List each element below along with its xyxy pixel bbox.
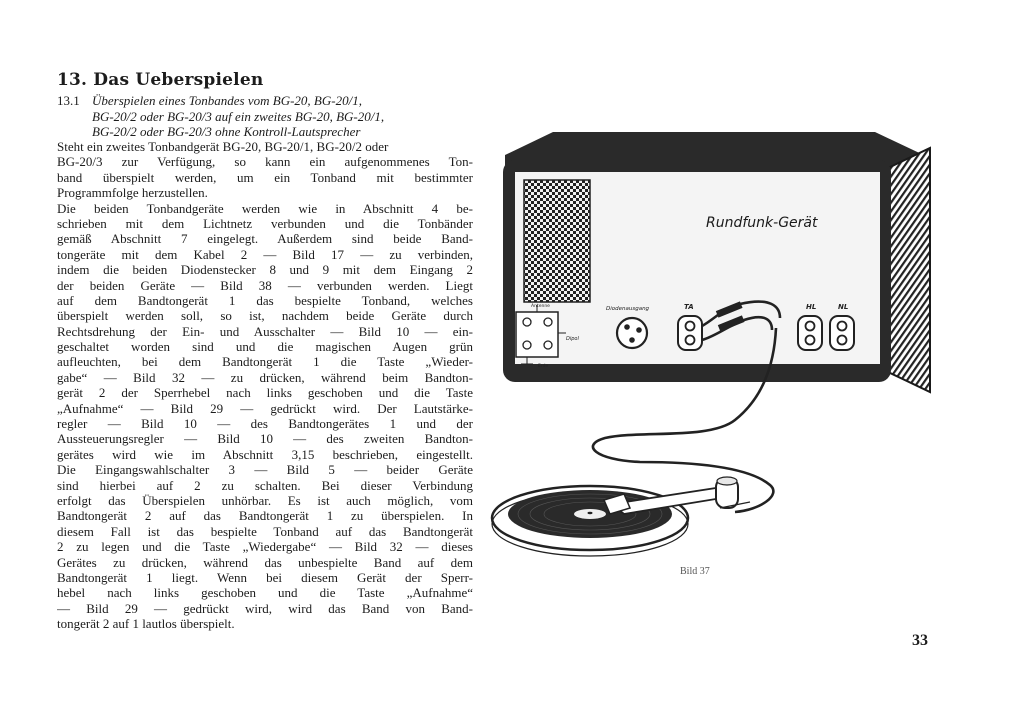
diode-output-label: Diodenausgang bbox=[606, 306, 650, 312]
speaker-grille bbox=[523, 179, 591, 303]
hl-socket bbox=[797, 315, 823, 351]
subsection-title: Überspielen eines Tonbandes vom BG-20, B… bbox=[92, 93, 475, 140]
text-line: regler — Bild 10 — des Bandtongerätes 1 … bbox=[57, 416, 473, 432]
dipole-label: Dipol bbox=[566, 336, 579, 342]
text-line: gabe“ — Bild 32 — zu drücken, während be… bbox=[57, 369, 473, 385]
hl-label: HL bbox=[806, 303, 816, 311]
section-heading: 13. Das Ueberspielen bbox=[57, 70, 264, 90]
text-line: — Bild 29 — gedrückt wird, wird das Band… bbox=[57, 600, 473, 616]
radio-cabinet bbox=[503, 132, 931, 394]
text-line: hebel nach links geschoben und die Taste… bbox=[57, 585, 473, 601]
turntable bbox=[490, 476, 751, 557]
ta-label: TA bbox=[684, 303, 694, 311]
text-line: Gerätes zu drücken, während das unbespie… bbox=[57, 554, 473, 570]
text-line: Bandtongerät 1 liegt. Wenn bei diesem Ge… bbox=[57, 569, 473, 585]
text-line: aufleuchten, bei dem Bandtongerät 1 die … bbox=[57, 354, 473, 370]
diode-output-socket bbox=[615, 316, 649, 350]
subsection-title-line: BG-20/2 oder BG-20/3 auf ein zweites BG-… bbox=[92, 108, 385, 124]
ta-socket bbox=[677, 315, 703, 351]
text-line: Die Eingangswahlschalter 3 — Bild 5 — be… bbox=[57, 462, 473, 478]
text-line: auf dem Bandtongerät 1 das bespielte Ton… bbox=[57, 292, 473, 308]
earth-label: Erde bbox=[538, 363, 548, 369]
device-label: Rundfunk-Gerät bbox=[706, 215, 818, 231]
nl-socket bbox=[829, 315, 855, 351]
text-line: geschaltet worden sind und die magischen… bbox=[57, 339, 473, 355]
cabinet-top bbox=[505, 132, 930, 390]
text-line: tongerät 2 auf 1 lautlos überspielt. bbox=[57, 616, 235, 632]
text-line: tongeräte mit dem Kabel 2 — Bild 17 — zu… bbox=[57, 246, 473, 262]
spindle bbox=[587, 511, 593, 515]
text-line: überspielt werden soll, so ist, nachdem … bbox=[57, 308, 473, 324]
connection-cable bbox=[591, 300, 782, 514]
text-line: erfolgt das Überspielen unhörbar. Es ist… bbox=[57, 492, 473, 508]
text-line: Steht ein zweites Tonbandgerät BG-20, BG… bbox=[57, 139, 389, 154]
text-line: 2 zu legen und die Taste „Wiedergabe“ — … bbox=[57, 539, 473, 555]
text-line: Programmfolge herzustellen. bbox=[57, 185, 208, 201]
text-line: Rechtsdrehung der Ein- und Ausschalter —… bbox=[57, 323, 473, 339]
text-line: gerätes wird wie im Abschnitt 3,15 besch… bbox=[57, 446, 473, 462]
text-line: Die beiden Tonbandgeräte werden wie in A… bbox=[57, 200, 473, 216]
figure-caption: Bild 37 bbox=[680, 566, 710, 577]
text-line: Bandtongerät 2 auf das Bandtongerät 1 zu… bbox=[57, 508, 473, 524]
tonearm-head bbox=[602, 493, 632, 515]
text-line: schrieben mit dem Lichtnetz verbunden un… bbox=[57, 215, 473, 231]
text-line: „Aufnahme“ — Bild 29 — gedrückt wird. De… bbox=[57, 400, 473, 416]
text-line: gemäß Abschnitt 7 eingelegt. Außerdem si… bbox=[57, 231, 473, 247]
cable-plug bbox=[717, 315, 745, 332]
cabinet-foot bbox=[520, 365, 534, 381]
subsection-number: 13.1 bbox=[57, 93, 80, 108]
text-line: BG-20/3 zur Verfügung, so kann ein aufge… bbox=[57, 154, 473, 170]
body-text: Steht ein zweites Tonbandgerät BG-20, BG… bbox=[57, 139, 473, 632]
nl-label: NL bbox=[838, 303, 848, 311]
text-line: diesem Fall ist das bespielte Tonband au… bbox=[57, 523, 473, 539]
text-line: band überspielt werden, um ein Tonband m… bbox=[57, 169, 473, 185]
antenna-terminal-block bbox=[515, 305, 566, 365]
radio-turntable-illustration: Rundfunk-Gerät Antenne Dipol Erde Dioden… bbox=[490, 132, 931, 557]
subsection-heading: 13.1 Überspielen eines Tonbandes vom BG-… bbox=[57, 93, 475, 140]
cabinet-foot bbox=[866, 365, 880, 381]
cabinet-side bbox=[887, 146, 931, 394]
subsection-title-line: Überspielen eines Tonbandes vom BG-20, B… bbox=[92, 93, 362, 108]
subsection-title-line: BG-20/2 oder BG-20/3 ohne Kontroll-Lauts… bbox=[92, 124, 361, 139]
page-number: 33 bbox=[912, 632, 928, 649]
text-line: der beiden Geräte — Bild 38 — verbunden … bbox=[57, 277, 473, 293]
text-line: indem die beiden Diodenstecker 8 und 9 m… bbox=[57, 262, 473, 278]
text-line: sind hierbei auf 2 zu schalten. Bei dies… bbox=[57, 477, 473, 493]
text-line: Aussteuerungsregler — Bild 10 — des zwei… bbox=[57, 431, 473, 447]
cable-plug bbox=[715, 301, 743, 318]
antenna-label: Antenne bbox=[531, 303, 550, 309]
text-line: gerät 2 der Sperrhebel nach links gescho… bbox=[57, 385, 473, 401]
